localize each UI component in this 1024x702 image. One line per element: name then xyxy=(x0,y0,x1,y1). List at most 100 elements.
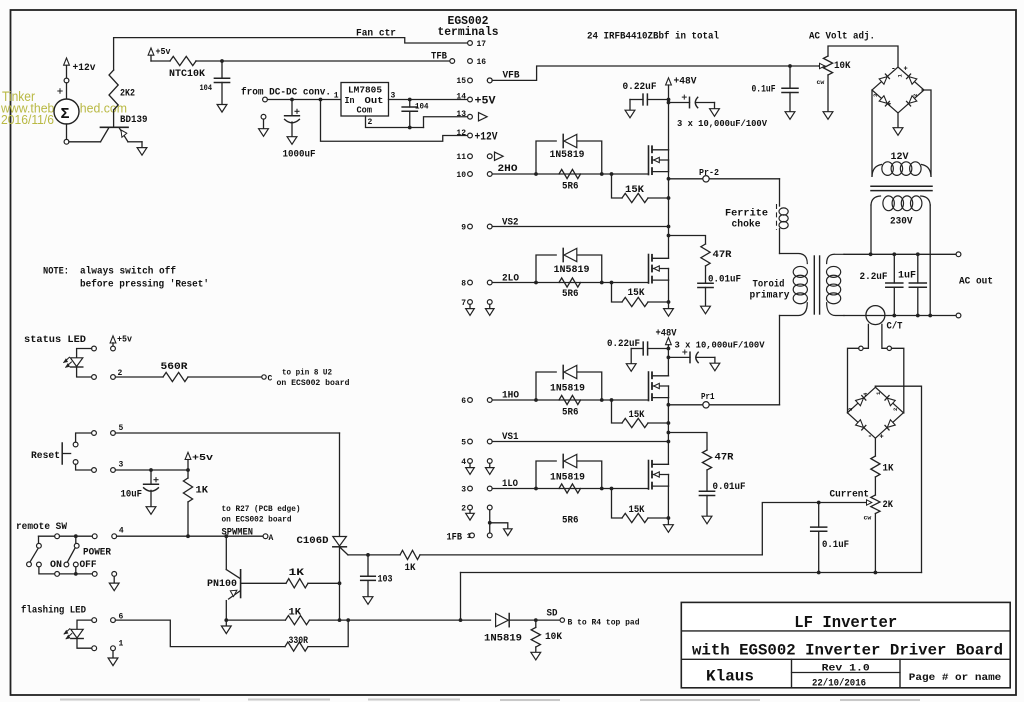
svg-text:B to R4 top pad: B to R4 top pad xyxy=(568,618,640,628)
svg-text:14: 14 xyxy=(456,93,466,102)
svg-text:VFB: VFB xyxy=(503,71,520,82)
svg-text:Σ: Σ xyxy=(61,106,70,123)
svg-text:1: 1 xyxy=(119,640,124,649)
svg-text:terminals: terminals xyxy=(438,25,499,39)
svg-text:Toroid: Toroid xyxy=(753,279,785,291)
svg-text:3: 3 xyxy=(461,485,466,494)
svg-text:22/10/2016: 22/10/2016 xyxy=(812,678,866,690)
svg-text:6: 6 xyxy=(119,613,124,622)
svg-text:1: 1 xyxy=(467,533,471,541)
svg-text:A: A xyxy=(269,534,274,543)
svg-text:EGS002: EGS002 xyxy=(448,14,489,28)
svg-text:10: 10 xyxy=(456,171,466,180)
svg-text:1uF: 1uF xyxy=(898,271,916,282)
svg-text:on ECS002 board: on ECS002 board xyxy=(222,515,292,525)
svg-text:0.22uF: 0.22uF xyxy=(623,82,657,93)
svg-text:1HO: 1HO xyxy=(502,391,519,402)
svg-text:1N5819: 1N5819 xyxy=(484,634,522,645)
svg-text:+5v: +5v xyxy=(117,335,133,345)
svg-text:560R: 560R xyxy=(161,362,188,373)
svg-text:2HO: 2HO xyxy=(498,164,518,175)
svg-text:AC Volt adj.: AC Volt adj. xyxy=(809,31,875,43)
svg-text:5: 5 xyxy=(461,438,466,447)
svg-text:Com: Com xyxy=(357,105,373,116)
svg-text:11: 11 xyxy=(456,153,466,162)
svg-text:VS1: VS1 xyxy=(502,432,519,443)
svg-text:C/T: C/T xyxy=(887,321,903,333)
svg-text:1K: 1K xyxy=(405,563,416,574)
svg-text:15K: 15K xyxy=(628,288,645,299)
svg-text:12: 12 xyxy=(456,129,466,138)
svg-text:-: - xyxy=(868,432,873,441)
svg-text:VS2: VS2 xyxy=(502,218,519,229)
svg-text:1K: 1K xyxy=(289,568,305,579)
svg-text:13: 13 xyxy=(456,110,466,119)
svg-text:0.1uF: 0.1uF xyxy=(822,540,849,551)
svg-text:from DC-DC conv.: from DC-DC conv. xyxy=(241,87,331,99)
svg-text:103: 103 xyxy=(378,575,393,586)
svg-text:3: 3 xyxy=(391,92,396,101)
svg-text:4: 4 xyxy=(862,392,869,396)
svg-text:POWER: POWER xyxy=(83,548,111,559)
svg-text:2.2uF: 2.2uF xyxy=(860,272,888,283)
svg-text:on ECS002 board: on ECS002 board xyxy=(277,378,350,388)
svg-text:3 x 10,000uF/100V: 3 x 10,000uF/100V xyxy=(677,118,767,129)
svg-text:cw: cw xyxy=(864,515,872,522)
svg-text:+: + xyxy=(880,434,884,442)
svg-text:flashing LED: flashing LED xyxy=(21,605,86,617)
svg-text:Reset: Reset xyxy=(31,451,60,462)
svg-text:3: 3 xyxy=(119,461,124,470)
svg-text:C106D: C106D xyxy=(297,535,329,547)
svg-text:15K: 15K xyxy=(625,185,644,196)
svg-text:always switch off: always switch off xyxy=(80,266,176,278)
svg-text:Tinker: Tinker xyxy=(2,89,35,104)
svg-text:1N5819: 1N5819 xyxy=(554,265,590,276)
svg-text:3 x 10,000uF/100V: 3 x 10,000uF/100V xyxy=(675,340,765,351)
svg-text:0.22uF: 0.22uF xyxy=(607,339,640,350)
svg-text:5R6: 5R6 xyxy=(562,289,579,300)
svg-text:5: 5 xyxy=(119,424,124,433)
svg-text:LF Inverter: LF Inverter xyxy=(794,613,897,632)
svg-text:-: - xyxy=(891,65,896,74)
svg-text:OFF: OFF xyxy=(80,560,97,571)
svg-text:10K: 10K xyxy=(834,61,851,72)
svg-text:2: 2 xyxy=(912,94,919,97)
svg-text:NTC10K: NTC10K xyxy=(169,69,205,80)
svg-text:7: 7 xyxy=(461,299,466,308)
svg-text:5R6: 5R6 xyxy=(562,182,579,193)
svg-text:choke: choke xyxy=(732,219,761,231)
svg-text:1K: 1K xyxy=(883,464,894,475)
svg-text:330R: 330R xyxy=(289,636,309,647)
svg-text:Out: Out xyxy=(365,95,384,106)
svg-text:SD: SD xyxy=(547,609,558,620)
svg-text:+48V: +48V xyxy=(674,77,697,88)
svg-text:1K: 1K xyxy=(289,608,302,619)
svg-text:10uF: 10uF xyxy=(121,490,143,501)
svg-text:47R: 47R xyxy=(715,453,734,464)
svg-text:NOTE:: NOTE: xyxy=(43,267,69,278)
svg-text:with EGS002 Inverter Driver Bo: with EGS002 Inverter Driver Board xyxy=(692,642,1003,660)
svg-text:Klaus: Klaus xyxy=(706,668,754,686)
svg-text:+48V: +48V xyxy=(656,329,677,340)
svg-text:4: 4 xyxy=(461,458,466,467)
svg-text:2: 2 xyxy=(368,118,373,127)
svg-text:1FB: 1FB xyxy=(447,533,463,544)
svg-text:2: 2 xyxy=(461,504,466,513)
svg-text:0.1uF: 0.1uF xyxy=(752,85,776,96)
svg-text:104: 104 xyxy=(200,84,213,93)
svg-text:15K: 15K xyxy=(629,410,645,421)
svg-text:2016/11/6: 2016/11/6 xyxy=(1,112,54,127)
svg-text:AC out: AC out xyxy=(959,277,993,288)
svg-text:LM7805: LM7805 xyxy=(348,85,382,96)
svg-text:15K: 15K xyxy=(629,505,645,516)
svg-text:47R: 47R xyxy=(713,250,732,261)
svg-text:+5V: +5V xyxy=(475,96,496,108)
svg-text:2: 2 xyxy=(118,369,123,378)
svg-text:12V: 12V xyxy=(891,152,909,163)
svg-text:In: In xyxy=(345,95,355,106)
svg-text:+12V: +12V xyxy=(475,132,498,144)
svg-text:Fan ctr: Fan ctr xyxy=(356,29,396,40)
svg-text:2: 2 xyxy=(892,408,899,411)
svg-text:status LED: status LED xyxy=(24,335,86,346)
svg-text:5R6: 5R6 xyxy=(562,408,579,419)
